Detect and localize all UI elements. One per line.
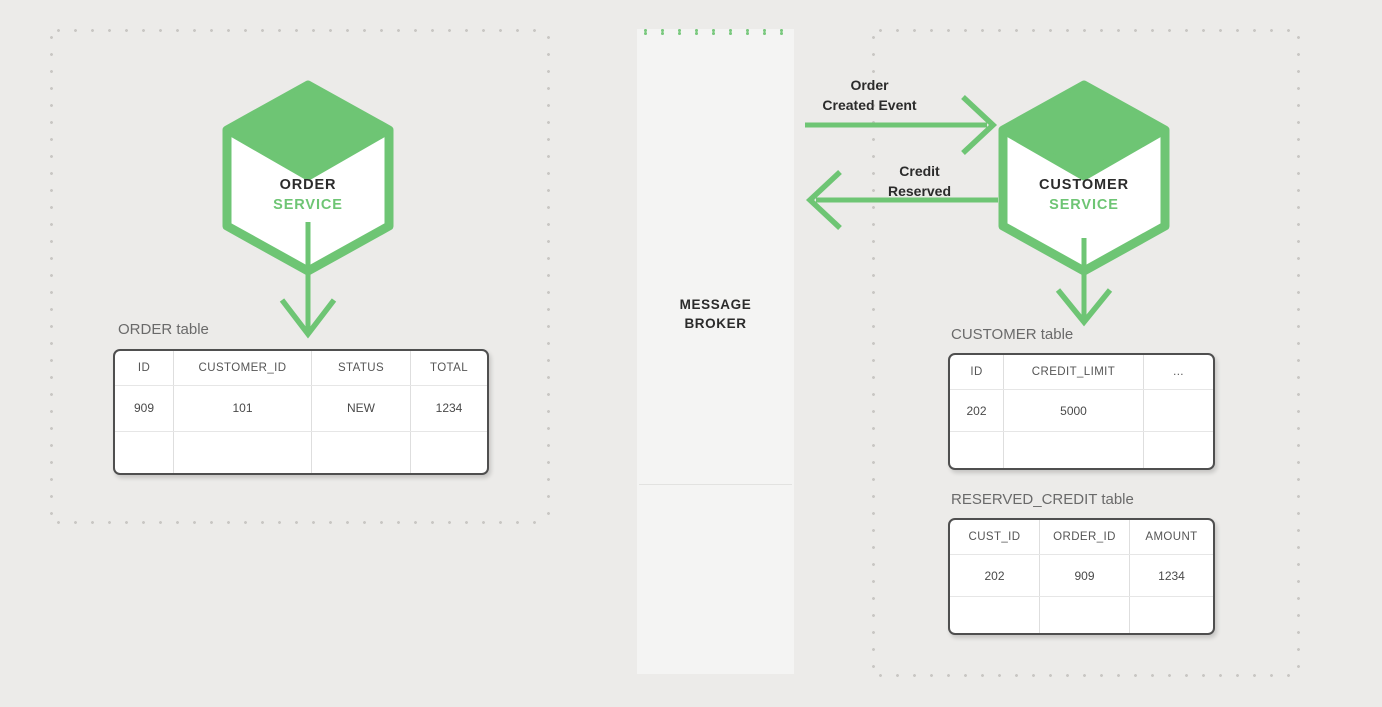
table-header-row: ID CUSTOMER_ID STATUS TOTAL [115, 351, 487, 386]
table-cell: 202 [950, 389, 1004, 432]
broker-edge-top [637, 29, 794, 32]
table-cell: 101 [173, 385, 312, 432]
credit-reserved-line2: Reserved [887, 183, 952, 199]
table-cell-empty [115, 431, 174, 473]
column-header: CREDIT_LIMIT [1003, 355, 1144, 390]
order-service-to-table-arrow [279, 222, 337, 339]
broker-divider [639, 484, 792, 485]
table-header-row: CUST_ID ORDER_ID AMOUNT [950, 520, 1213, 555]
broker-label-line1: MESSAGE [679, 297, 752, 312]
table-row: 202 909 1234 [950, 554, 1213, 597]
boundary-edge-bottom [872, 674, 1300, 677]
table-row: 909 101 NEW 1234 [115, 385, 487, 432]
table-row: 202 5000 [950, 389, 1213, 432]
table-row-empty [950, 431, 1214, 469]
table-cell-empty [950, 596, 1040, 633]
credit-reserved-arrow [805, 169, 998, 231]
table-cell-empty [311, 431, 411, 473]
boundary-edge-top [50, 29, 550, 32]
table-cell-empty [950, 431, 1004, 468]
boundary-edge-right [547, 29, 550, 524]
column-header: ID [950, 355, 1004, 390]
customer-service-subtitle: SERVICE [1049, 197, 1119, 213]
table-cell: 202 [950, 554, 1040, 597]
table-cell: 1234 [410, 385, 487, 432]
table-cell-empty [1003, 431, 1144, 468]
table-cell: NEW [311, 385, 411, 432]
credit-reserved-label: Credit Reserved [822, 161, 1017, 201]
order-service-label: ORDER SERVICE [220, 175, 396, 215]
column-header: CUSTOMER_ID [173, 351, 312, 386]
column-header: CUST_ID [950, 520, 1040, 555]
order-created-event-line2: Created Event [822, 97, 917, 113]
order-created-event-line1: Order [850, 77, 889, 93]
table-row-empty [115, 431, 487, 473]
column-header: AMOUNT [1129, 520, 1213, 555]
customer-table: ID CREDIT_LIMIT ... 202 5000 [948, 353, 1215, 470]
message-broker-label: MESSAGE BROKER [637, 295, 794, 333]
table-cell: 909 [115, 385, 174, 432]
column-header: ID [115, 351, 174, 386]
broker-edge-bottom [637, 32, 794, 35]
boundary-edge-left [50, 29, 53, 524]
table-cell-empty [1130, 597, 1214, 634]
customer-service-to-table-arrow [1055, 238, 1113, 327]
table-header-row: ID CREDIT_LIMIT ... [950, 355, 1213, 390]
broker-label-line2: BROKER [684, 316, 747, 331]
customer-service-boundary [872, 29, 1300, 677]
order-created-event-arrow [805, 94, 998, 156]
reserved-credit-table-label: RESERVED_CREDIT table [951, 491, 1134, 508]
column-header: ... [1143, 355, 1213, 390]
table-cell-empty [1039, 596, 1130, 633]
order-table: ID CUSTOMER_ID STATUS TOTAL 909 101 NEW … [113, 349, 489, 475]
customer-service-title: CUSTOMER [1039, 177, 1129, 193]
column-header: TOTAL [410, 351, 487, 386]
table-cell-empty [1144, 432, 1214, 469]
boundary-edge-left [872, 29, 875, 677]
table-cell-empty [411, 431, 488, 473]
column-header: STATUS [311, 351, 411, 386]
table-cell: 1234 [1129, 554, 1213, 597]
boundary-edge-bottom [50, 521, 550, 524]
boundary-edge-right [1297, 29, 1300, 677]
order-created-event-label: Order Created Event [772, 75, 967, 115]
customer-service-label: CUSTOMER SERVICE [996, 175, 1172, 215]
order-service-boundary [50, 29, 550, 524]
reserved-credit-table: CUST_ID ORDER_ID AMOUNT 202 909 1234 [948, 518, 1215, 635]
order-service-title: ORDER [279, 177, 337, 193]
table-cell [1143, 389, 1213, 432]
table-cell-empty [173, 431, 312, 473]
credit-reserved-line1: Credit [899, 163, 940, 179]
table-cell: 5000 [1003, 389, 1144, 432]
boundary-edge-top [872, 29, 1300, 32]
message-broker-box [637, 29, 794, 674]
table-row-empty [950, 596, 1214, 634]
table-cell: 909 [1039, 554, 1130, 597]
customer-table-label: CUSTOMER table [951, 326, 1074, 343]
order-service-subtitle: SERVICE [273, 197, 343, 213]
column-header: ORDER_ID [1039, 520, 1130, 555]
order-table-label: ORDER table [118, 321, 209, 338]
